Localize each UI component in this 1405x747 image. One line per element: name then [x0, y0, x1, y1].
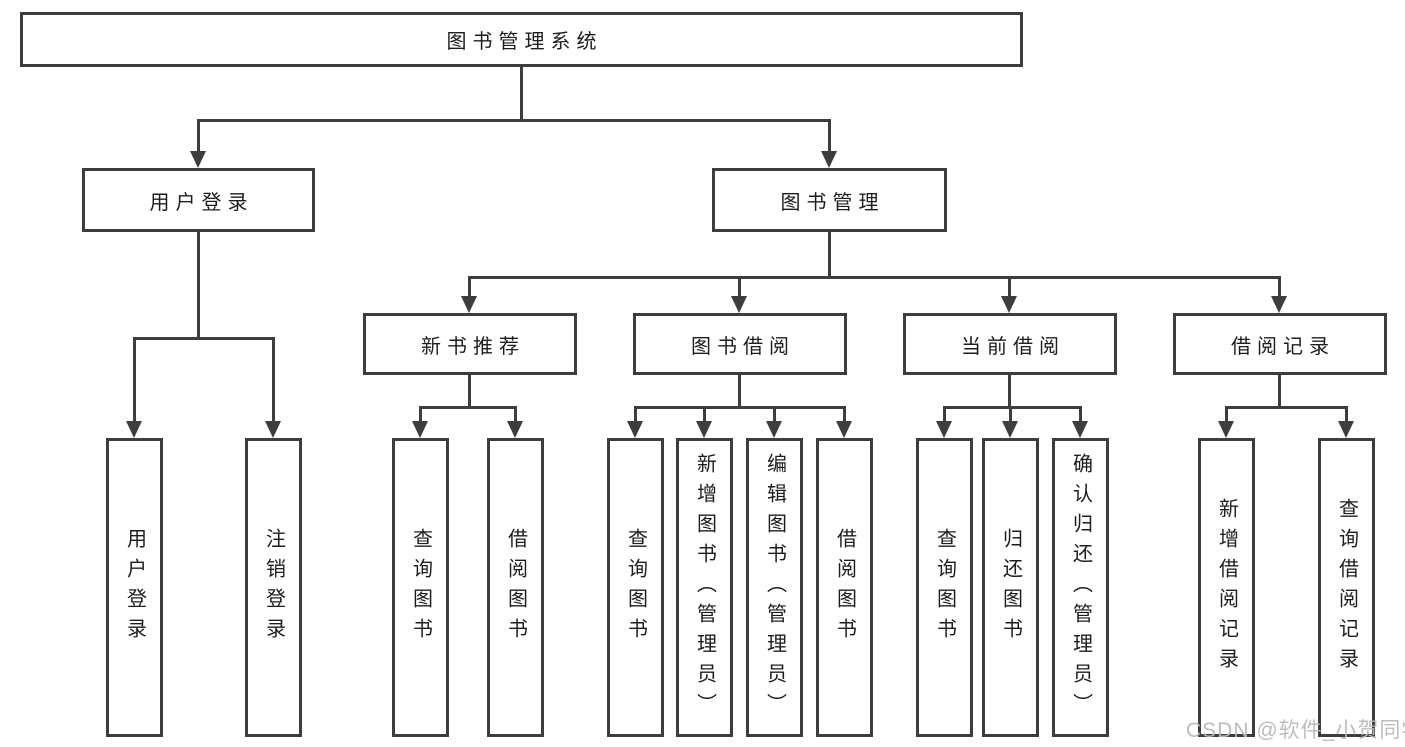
arrowhead-down-icon	[412, 421, 428, 438]
connector-vline	[703, 406, 706, 424]
node-borrow-records: 借阅记录	[1173, 313, 1387, 375]
node-book-management: 图书管理	[712, 168, 947, 232]
connector-hline	[133, 337, 275, 340]
arrowhead-down-icon	[1338, 421, 1354, 438]
connector-hline	[1225, 406, 1348, 409]
arrowhead-down-icon	[190, 151, 206, 168]
leaf-query-borrow-record: 查询借阅记录	[1318, 438, 1375, 737]
connector-vline	[943, 406, 946, 424]
connector-vline	[828, 119, 831, 154]
connector-vline	[468, 373, 471, 409]
connector-vline	[1008, 276, 1011, 300]
leaf-confirm-return-admin: 确认归还（管理员）	[1052, 438, 1109, 737]
leaf-logout: 注销登录	[245, 438, 302, 737]
arrowhead-down-icon	[461, 296, 477, 313]
leaf-add-book-admin: 新增图书（管理员）	[676, 438, 733, 737]
node-new-book-recommend: 新书推荐	[363, 313, 577, 375]
leaf-query-books-1: 查询图书	[392, 438, 449, 737]
leaf-borrow-books-2: 借阅图书	[816, 438, 873, 737]
connector-vline	[514, 406, 517, 424]
node-current-borrowing: 当前借阅	[903, 313, 1117, 375]
arrowhead-down-icon	[821, 151, 837, 168]
arrowhead-down-icon	[766, 421, 782, 438]
arrowhead-down-icon	[936, 421, 952, 438]
arrowhead-down-icon	[1002, 421, 1018, 438]
connector-vline	[1345, 406, 1348, 424]
csdn-watermark: CSDN @软件_小贺同学	[1186, 719, 1405, 742]
connector-vline	[738, 276, 741, 300]
leaf-edit-book-admin: 编辑图书（管理员）	[746, 438, 803, 737]
connector-hline	[468, 276, 1281, 279]
leaf-add-borrow-record: 新增借阅记录	[1198, 438, 1255, 737]
leaf-return-books: 归还图书	[982, 438, 1039, 737]
connector-hline	[943, 406, 1082, 409]
connector-vline	[1225, 406, 1228, 424]
connector-vline	[634, 406, 637, 424]
connector-hline	[634, 406, 846, 409]
connector-hline	[419, 406, 517, 409]
connector-vline	[828, 230, 831, 279]
arrowhead-down-icon	[627, 421, 643, 438]
arrowhead-down-icon	[731, 296, 747, 313]
connector-vline	[468, 276, 471, 300]
arrowhead-down-icon	[1001, 296, 1017, 313]
leaf-user-login: 用户登录	[106, 438, 163, 737]
leaf-borrow-books-1: 借阅图书	[487, 438, 544, 737]
connector-vline	[1008, 373, 1011, 409]
arrowhead-down-icon	[126, 421, 142, 438]
arrowhead-down-icon	[696, 421, 712, 438]
connector-vline	[419, 406, 422, 424]
connector-vline	[1009, 406, 1012, 424]
connector-vline	[272, 337, 275, 423]
arrowhead-down-icon	[265, 421, 281, 438]
connector-vline	[197, 119, 200, 154]
connector-vline	[1278, 373, 1281, 409]
arrowhead-down-icon	[1271, 296, 1287, 313]
arrowhead-down-icon	[1072, 421, 1088, 438]
connector-vline	[1278, 276, 1281, 300]
node-root: 图书管理系统	[20, 12, 1023, 67]
leaf-query-books-3: 查询图书	[916, 438, 973, 737]
connector-vline	[843, 406, 846, 424]
connector-vline	[520, 65, 523, 122]
leaf-query-books-2: 查询图书	[607, 438, 664, 737]
connector-vline	[738, 373, 741, 409]
connector-vline	[133, 337, 136, 423]
connector-hline	[197, 119, 829, 122]
connector-vline	[773, 406, 776, 424]
connector-vline	[197, 230, 200, 340]
node-book-borrowing: 图书借阅	[633, 313, 847, 375]
node-user-login: 用户登录	[82, 168, 315, 232]
arrowhead-down-icon	[1218, 421, 1234, 438]
arrowhead-down-icon	[507, 421, 523, 438]
connector-vline	[1079, 406, 1082, 424]
arrowhead-down-icon	[836, 421, 852, 438]
